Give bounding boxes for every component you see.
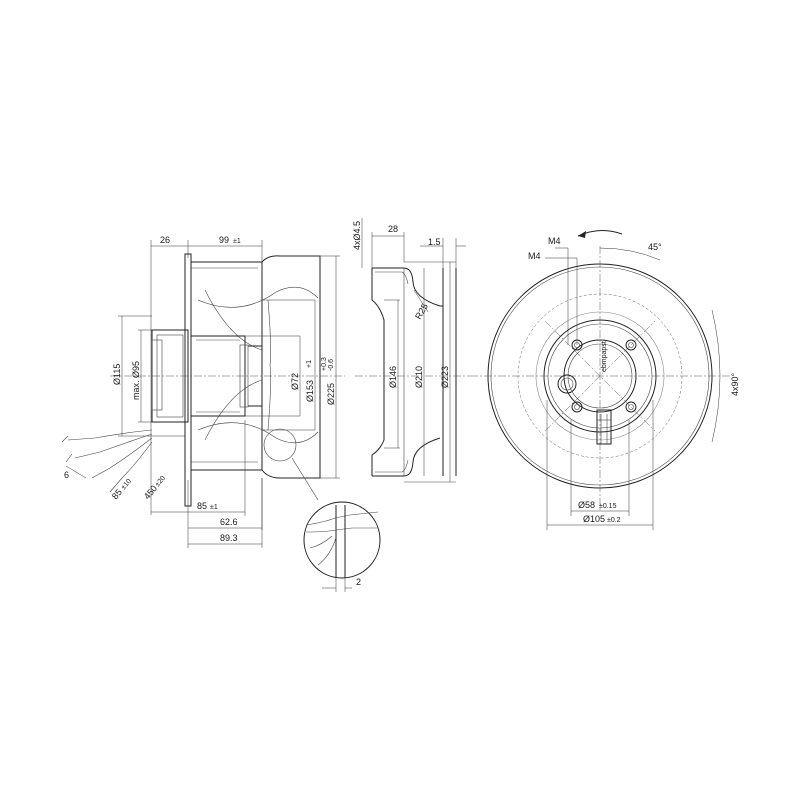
dim-1-5: 1.5 xyxy=(428,237,441,247)
dim-d105-tol: ±0.2 xyxy=(607,517,621,524)
dim-m4-top: M4 xyxy=(548,236,561,246)
dim-99-tol: ±1 xyxy=(233,238,241,245)
dim-62-6: 62.6 xyxy=(220,517,238,527)
inlet-ring-view: 4xØ4.5 28 1.5 R25 Ø146 Ø210 Ø223 xyxy=(352,218,470,483)
dim-d210: Ø210 xyxy=(414,366,424,388)
dim-m4-left: M4 xyxy=(528,251,541,261)
dim-d115: Ø115 xyxy=(112,364,122,385)
dim-28: 28 xyxy=(388,224,398,234)
dim-d58: Ø58 xyxy=(578,500,595,510)
detail-view: 2 xyxy=(303,501,381,592)
dim-max-d95: max. Ø95 xyxy=(131,361,141,400)
dim-d153: Ø153 xyxy=(305,380,315,402)
dim-85: 85 xyxy=(197,501,207,511)
dim-89-3: 89.3 xyxy=(220,533,238,543)
dim-d223: Ø223 xyxy=(440,366,450,388)
side-view: 26 99 ±1 Ø72 Ø153 xyxy=(61,235,345,548)
dim-2: 2 xyxy=(356,577,361,587)
dim-4x90-deg: 4x90° xyxy=(730,372,740,396)
dim-26: 26 xyxy=(160,235,170,245)
dim-85-lead-tol: ±10 xyxy=(120,478,133,491)
dim-85-tol: ±1 xyxy=(210,504,218,511)
brand-label: ebmpapst xyxy=(601,341,608,372)
dim-d105: Ø105 xyxy=(583,514,605,524)
dim-d72: Ø72 xyxy=(290,373,300,390)
dim-450-tol: ±20 xyxy=(154,475,167,488)
dim-45-deg: 45° xyxy=(648,242,662,252)
dim-99: 99 xyxy=(219,235,229,245)
dim-4x-d4-5: 4xØ4.5 xyxy=(352,221,362,250)
dim-d146: Ø146 xyxy=(388,366,398,388)
front-view: ebmpapst M4 M4 45° 4x90° Ø58 ±0.15 Ø105 … xyxy=(470,230,740,530)
dim-d153-tol: +1 xyxy=(306,360,313,368)
dim-d225: Ø225 xyxy=(326,383,336,405)
dim-d225-tol-up: +0.3 xyxy=(321,357,328,371)
dim-85-lead: 85 xyxy=(110,487,124,501)
dim-d58-tol: ±0.15 xyxy=(599,503,617,510)
dim-6: 6 xyxy=(64,470,69,480)
dim-d225-tol-dn: -0.6 xyxy=(328,359,335,371)
